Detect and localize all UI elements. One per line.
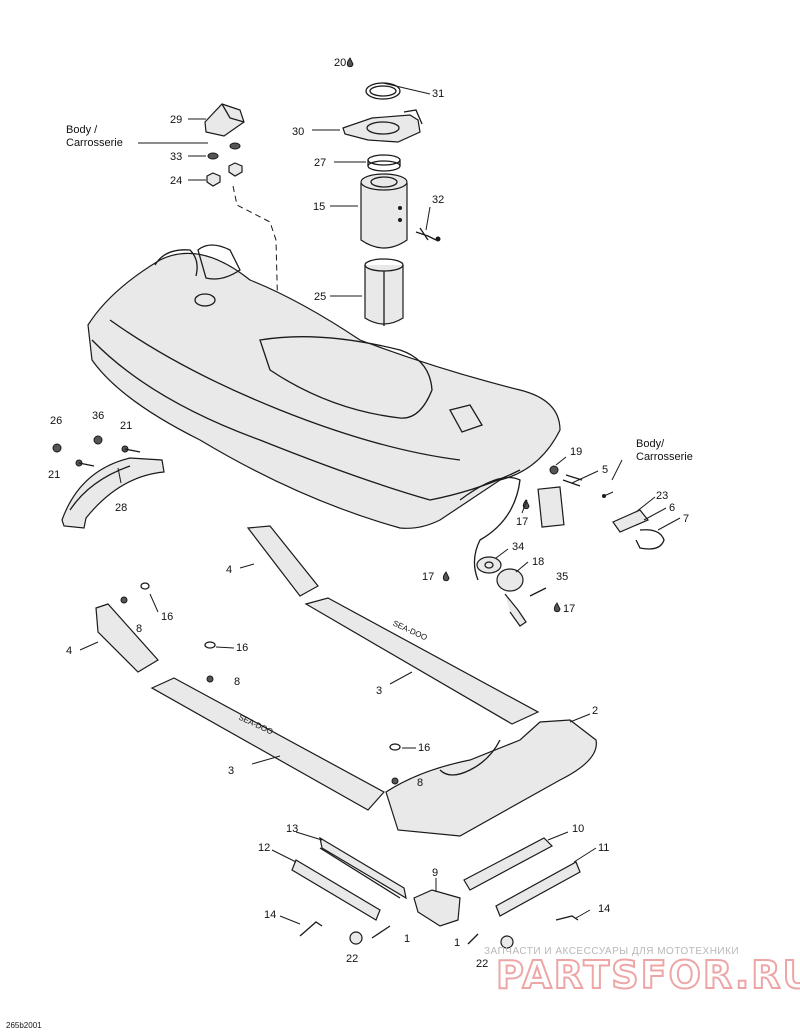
callout-8-a: 8 — [136, 623, 142, 635]
callout-21-lower: 21 — [48, 469, 60, 481]
nut-24 — [206, 162, 243, 187]
filler-tube — [360, 173, 408, 249]
rail-11 — [495, 861, 581, 917]
callout-22-left: 22 — [346, 953, 358, 965]
mat-2-platform — [385, 719, 597, 837]
callout-35: 35 — [556, 571, 568, 583]
callout-24: 24 — [170, 175, 182, 187]
callout-19: 19 — [570, 446, 582, 458]
callout-17-c: 17 — [563, 603, 575, 615]
body-label-right-line1: Body/ — [636, 438, 665, 450]
body-bracket-29 — [204, 103, 245, 137]
callout-3-right: 3 — [376, 685, 382, 697]
callout-14-left: 14 — [264, 909, 276, 921]
sealant-drops-17 — [442, 499, 561, 613]
callout-17-b: 17 — [422, 571, 434, 583]
callout-5: 5 — [602, 464, 608, 476]
callouts: 20 31 30 27 15 32 25 29 33 24 26 36 21 2… — [48, 57, 689, 970]
body-label-left-line2: Carrosserie — [66, 137, 123, 149]
callout-21-upper: 21 — [120, 420, 132, 432]
assembly-line — [232, 185, 279, 321]
callout-10: 10 — [572, 823, 584, 835]
callout-29: 29 — [170, 114, 182, 126]
mat-3-right: SEA-DOO — [304, 597, 540, 725]
callout-1-left: 1 — [404, 933, 410, 945]
callout-8-c: 8 — [417, 777, 423, 789]
washer-33 — [207, 142, 241, 160]
callout-26: 26 — [50, 415, 62, 427]
clamp-ring — [367, 154, 401, 172]
callout-3-left: 3 — [228, 765, 234, 777]
callout-14-right: 14 — [598, 903, 610, 915]
tube-sleeve — [364, 258, 404, 326]
callout-9: 9 — [432, 867, 438, 879]
clip-32 — [415, 227, 441, 242]
callout-18: 18 — [532, 556, 544, 568]
callout-20: 20 — [334, 57, 346, 69]
callout-23: 23 — [656, 490, 668, 502]
body-label-left-line1: Body / — [66, 124, 98, 136]
mat-3-left: SEA-DOO — [150, 677, 385, 811]
callout-27: 27 — [314, 157, 326, 169]
callout-4-lower: 4 — [66, 645, 72, 657]
body-label-right-line2: Carrosserie — [636, 451, 693, 463]
callout-13: 13 — [286, 823, 298, 835]
callout-33: 33 — [170, 151, 182, 163]
callout-6: 6 — [669, 502, 675, 514]
callout-28: 28 — [115, 502, 127, 514]
rail-12 — [291, 859, 381, 921]
corner-9 — [413, 889, 461, 927]
watermark-brand: PARTSFOR.RU — [496, 953, 800, 997]
callout-7: 7 — [683, 513, 689, 525]
callout-36: 36 — [92, 410, 104, 422]
callout-12: 12 — [258, 842, 270, 854]
mat-4-lower — [95, 603, 159, 673]
drawing-code: 265b2001 — [6, 1021, 42, 1030]
callout-22-right: 22 — [476, 958, 488, 970]
fasteners-14-1-22 — [299, 915, 579, 949]
sealant-drop-20 — [346, 57, 354, 68]
mat-clips-16-8 — [120, 582, 401, 785]
callout-2: 2 — [592, 705, 598, 717]
leader-lines — [79, 82, 681, 925]
mat-4-upper — [246, 525, 319, 597]
drain-assembly — [476, 465, 665, 627]
callout-17-a: 17 — [516, 516, 528, 528]
callout-11: 11 — [598, 842, 609, 854]
callout-31: 31 — [432, 88, 444, 100]
rail-10 — [463, 837, 553, 891]
filler-bracket — [342, 109, 423, 143]
callout-34: 34 — [512, 541, 524, 553]
fasteners-26-36-21 — [52, 435, 141, 467]
rail-13 — [319, 836, 407, 900]
callout-4-upper: 4 — [226, 564, 232, 576]
callout-25: 25 — [314, 291, 326, 303]
callout-15: 15 — [313, 201, 325, 213]
watermark-tagline: ЗАПЧАСТИ И АКСЕССУАРЫ ДЛЯ МОТОТЕХНИКИ — [484, 946, 739, 957]
hull-body — [87, 244, 561, 581]
callout-32: 32 — [432, 194, 444, 206]
bumper-28 — [61, 457, 165, 529]
callout-30: 30 — [292, 126, 304, 138]
callout-16-b: 16 — [236, 642, 248, 654]
callout-16-a: 16 — [161, 611, 173, 623]
callout-1-right: 1 — [454, 937, 460, 949]
callout-16-c: 16 — [418, 742, 430, 754]
callout-8-b: 8 — [234, 676, 240, 688]
